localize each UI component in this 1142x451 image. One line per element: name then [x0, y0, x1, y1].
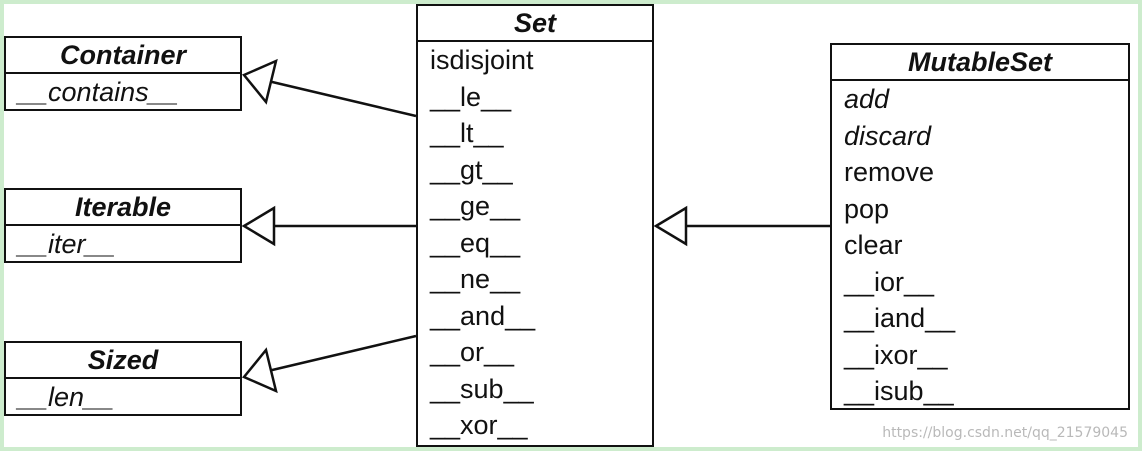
class-set-member: __eq__	[430, 227, 521, 258]
watermark-text: https://blog.csdn.net/qq_21579045	[882, 425, 1128, 441]
class-set-member: __gt__	[430, 154, 513, 185]
class-set: Set isdisjoint __le__ __lt__ __gt__ __ge…	[416, 4, 654, 447]
class-set-member: __lt__	[430, 118, 504, 148]
class-mutableset-member: __ixor__	[844, 339, 948, 370]
class-mutableset-member: __ior__	[844, 266, 935, 297]
arrow-set-to-iterable	[241, 205, 416, 247]
class-mutableset-member: add	[844, 84, 890, 114]
class-container-member: __contains__	[18, 77, 179, 107]
class-set-member: isdisjoint	[430, 45, 534, 75]
class-set-member: __ge__	[430, 191, 521, 221]
class-set-member: __or__	[430, 337, 515, 367]
class-mutableset-member: discard	[844, 120, 932, 151]
class-mutableset-member: clear	[844, 230, 903, 260]
class-sized-member: __len__	[18, 382, 115, 412]
class-set-member: __sub__	[430, 373, 534, 404]
uml-diagram-canvas: Container __contains__ Iterable __iter__…	[4, 4, 1138, 447]
inheritance-arrows	[241, 58, 830, 394]
class-iterable-title: Iterable	[6, 190, 240, 226]
class-mutableset-member: remove	[844, 157, 935, 187]
class-set-member: __and__	[430, 300, 536, 331]
class-set-member: __le__	[430, 81, 512, 112]
class-container: Container __contains__	[4, 36, 242, 111]
class-set-title: Set	[418, 6, 652, 42]
arrow-set-to-sized	[241, 334, 417, 394]
class-sized-title: Sized	[6, 343, 240, 379]
class-mutableset: MutableSet add discard remove pop clear …	[830, 43, 1130, 410]
class-sized: Sized __len__	[4, 341, 242, 416]
class-mutableset-member: pop	[844, 193, 890, 224]
class-mutableset-title: MutableSet	[832, 45, 1128, 81]
class-set-member: __ne__	[430, 264, 521, 294]
class-mutableset-member: __iand__	[844, 303, 956, 333]
class-mutableset-member: __isub__	[844, 376, 954, 406]
arrow-mutableset-to-set	[653, 205, 830, 247]
arrow-set-to-container	[241, 58, 417, 118]
class-set-member: __xor__	[430, 410, 528, 440]
class-iterable-member: __iter__	[18, 229, 116, 259]
class-container-title: Container	[6, 38, 240, 74]
class-iterable: Iterable __iter__	[4, 188, 242, 263]
